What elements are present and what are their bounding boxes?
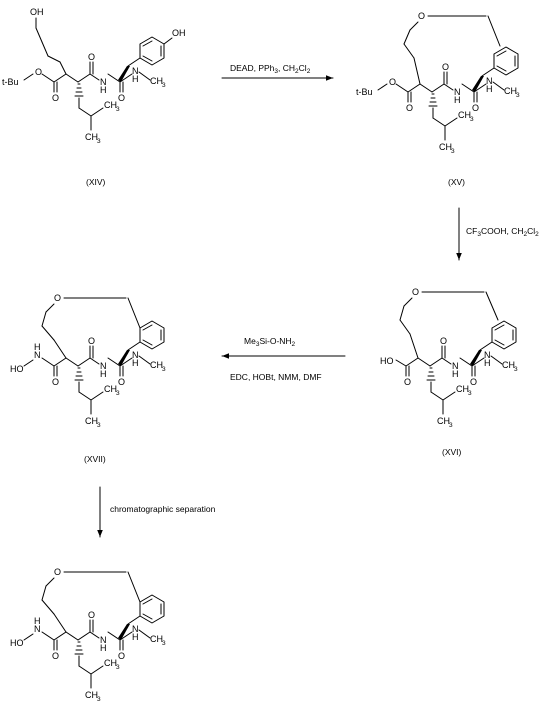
compound-final: O O N H HO: [10, 567, 167, 704]
svg-text:O: O: [389, 77, 396, 87]
label-xv: (XV): [448, 177, 465, 187]
svg-text:O: O: [52, 377, 59, 387]
compound-xiv: OH OH O O t-Bu (XIV): [2, 7, 186, 187]
label-xvi: (XVI): [442, 447, 462, 457]
atom-hon-xvii: HO: [10, 364, 24, 374]
label-xiv: (XIV): [86, 177, 106, 187]
step-1-caption: DEAD, PPh3, CH2Cl2: [230, 63, 311, 75]
svg-text:O: O: [404, 377, 411, 387]
step-2-caption: CF3COOH, CH2Cl2: [466, 226, 539, 238]
svg-text:H: H: [34, 616, 41, 626]
arrow-step-2: CF3COOH, CH2Cl2: [456, 207, 539, 261]
atom-oh: OH: [172, 28, 186, 38]
svg-text:O: O: [52, 93, 59, 103]
svg-text:O: O: [412, 287, 419, 297]
label-xvii: (XVII): [84, 454, 106, 464]
step-3a-caption: Me3Si-O-NH2: [244, 336, 296, 348]
atom-hon-final: HO: [10, 638, 24, 648]
svg-text:H: H: [34, 342, 41, 352]
svg-text:N: N: [34, 350, 41, 360]
svg-text:O: O: [35, 67, 42, 77]
svg-text:O: O: [418, 11, 425, 21]
atom-tbu: t-Bu: [2, 77, 19, 87]
compound-xv: O O O t-Bu (XV): [356, 11, 521, 187]
svg-text:O: O: [54, 567, 61, 577]
step-4-caption: chromatographic separation: [110, 504, 216, 514]
arrow-step-3: Me3Si-O-NH2 EDC, HOBt, NMM, DMF: [221, 336, 346, 382]
svg-text:O: O: [406, 103, 413, 113]
compound-xvi: O O HO (XVI): [380, 287, 519, 457]
atom-oh-top: OH: [30, 7, 44, 17]
svg-text:N: N: [34, 624, 41, 634]
arrow-step-1: DEAD, PPh3, CH2Cl2: [221, 63, 334, 81]
arrow-step-4: chromatographic separation: [97, 486, 216, 538]
svg-text:O: O: [54, 293, 61, 303]
atom-ho-xvi: HO: [380, 356, 394, 366]
svg-text:O: O: [52, 651, 59, 661]
atom-tbu-xv: t-Bu: [356, 87, 373, 97]
compound-xvii: O O N H HO (XVII): [10, 293, 167, 464]
step-3b-caption: EDC, HOBt, NMM, DMF: [230, 372, 322, 382]
